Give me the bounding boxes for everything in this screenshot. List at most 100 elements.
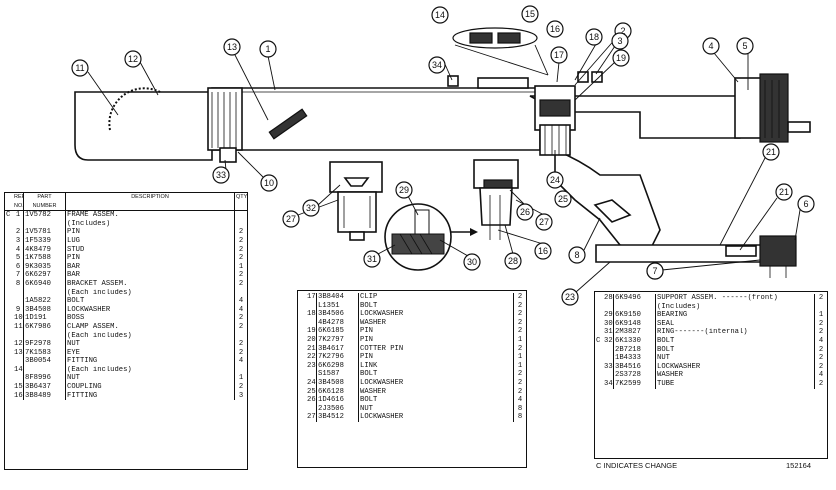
cell-pn: 8F8996: [24, 374, 66, 384]
cell-desc: RING-------(internal): [656, 328, 815, 337]
change-footnote: C INDICATES CHANGE: [596, 461, 678, 470]
cell-desc: (Each includes): [66, 365, 235, 375]
cell-ref: 16: [14, 391, 24, 401]
cell-chg: [298, 370, 306, 379]
cell-desc: COUPLING: [66, 383, 235, 392]
cell-ref: 27: [307, 413, 317, 422]
svg-text:7: 7: [652, 266, 657, 276]
svg-text:32: 32: [306, 203, 316, 213]
svg-text:18: 18: [589, 32, 599, 42]
cell-ref: [306, 318, 317, 328]
cell-chg: [595, 294, 603, 303]
cell-pn: 3B4516: [614, 362, 656, 372]
cell-ref: [603, 345, 614, 355]
callout-13: 13: [223, 38, 241, 56]
cell-ref: [13, 374, 24, 384]
cell-chg: [298, 388, 306, 397]
cell-desc: FITTING: [66, 391, 235, 401]
svg-text:24: 24: [550, 175, 560, 185]
cell-chg: [5, 220, 13, 229]
callout-14: 14: [431, 6, 449, 24]
cell-desc: LOCKWASHER: [656, 362, 815, 372]
cell-ref: 32: [604, 336, 614, 346]
cell-desc: FRAME ASSEM.: [66, 211, 235, 220]
tube-fitting-detail: [452, 27, 549, 76]
cell-chg: [298, 413, 306, 422]
cell-pn: 2M3827: [614, 328, 656, 337]
callout-12: 12: [124, 50, 142, 68]
cell-chg: [595, 320, 603, 329]
callout-27: 27: [282, 210, 300, 228]
cell-pn: 2J3506: [317, 404, 359, 414]
svg-text:12: 12: [128, 54, 138, 64]
cell-pn: 6K9150: [614, 311, 656, 320]
svg-text:3: 3: [617, 36, 622, 46]
cell-ref: 10: [14, 314, 24, 323]
callout-31: 31: [363, 250, 381, 268]
cell-desc: PIN: [66, 228, 235, 237]
callout-16: 16: [534, 242, 552, 260]
cell-pn: 6K6940: [24, 279, 66, 289]
cell-qty: 2: [818, 354, 824, 363]
cell-chg: C: [6, 211, 11, 220]
cell-qty: 2: [818, 379, 824, 388]
cell-pn: 7K2796: [317, 353, 359, 362]
cell-qty: 2: [517, 387, 523, 396]
cell-desc: CLAMP ASSEM.: [66, 322, 235, 332]
cell-chg: [5, 332, 13, 341]
cell-qty: 3: [238, 391, 244, 400]
cell-qty: 2: [238, 236, 244, 245]
callout-6: 6: [797, 195, 815, 213]
callout-8: 8: [568, 246, 586, 264]
cell-ref: [13, 288, 24, 298]
cell-qty: 2: [238, 322, 244, 331]
callout-18: 18: [585, 28, 603, 46]
table-row: (Includes): [5, 219, 247, 229]
cell-pn: [24, 331, 66, 341]
cell-chg: [5, 289, 13, 298]
cell-qty: 2: [517, 378, 523, 387]
cell-desc: BRACKET ASSEM.: [66, 279, 235, 289]
callout-11: 11: [71, 59, 89, 77]
cell-qty: [235, 220, 247, 229]
cell-pn: 3B4508: [24, 305, 66, 315]
table-row: 14(Each includes): [5, 365, 247, 375]
svg-text:13: 13: [227, 42, 237, 52]
cell-pn: 6K6297: [24, 271, 66, 280]
table-row: (Each includes): [5, 331, 247, 341]
cell-desc: PIN: [66, 254, 235, 263]
svg-text:8: 8: [574, 250, 579, 260]
cell-chg: [298, 293, 306, 302]
cell-qty: 2: [238, 340, 244, 349]
cell-qty: 1: [517, 335, 523, 344]
lower-link: [725, 235, 797, 278]
cell-desc: BOLT: [656, 345, 815, 355]
cell-qty: [235, 366, 247, 375]
cell-qty: 8: [517, 404, 523, 413]
cell-desc: LOCKWASHER: [359, 413, 514, 422]
cell-chg: [298, 302, 306, 311]
cell-ref: [13, 357, 24, 366]
cell-ref: 25: [307, 387, 317, 397]
callout-24: 24: [546, 171, 564, 189]
cell-qty: [235, 211, 247, 220]
cell-chg: [298, 396, 306, 405]
cell-chg: [5, 349, 13, 358]
cell-pn: 1K7588: [24, 254, 66, 263]
cell-chg: [595, 354, 603, 363]
cell-pn: L1351: [317, 301, 359, 311]
